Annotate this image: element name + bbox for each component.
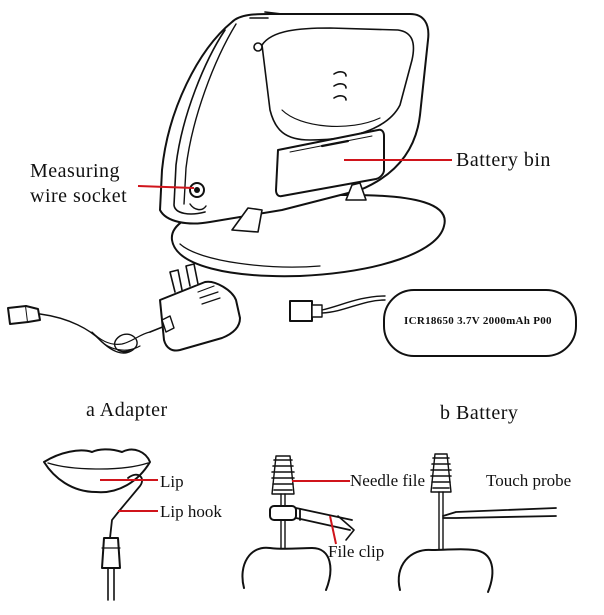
leader-measuring-socket: [137, 185, 195, 189]
battery-illustration: [289, 289, 577, 357]
needle-file-illustration: [241, 455, 355, 591]
caption-adapter: a Adapter: [86, 399, 168, 421]
battery-marking: ICR18650 3.7V 2000mAh P00: [404, 315, 552, 327]
label-needle-file: Needle file: [350, 471, 426, 490]
label-measuring-line1: Measuring: [30, 160, 121, 182]
leader-file-clip: [329, 515, 337, 545]
adapter-illustration: [7, 263, 241, 354]
touch-probe-illustration: [397, 453, 557, 593]
device-body: [159, 11, 446, 278]
label-lip-hook: Lip hook: [160, 502, 222, 521]
label-lip: Lip: [160, 472, 184, 491]
label-battery-bin: Battery bin: [456, 149, 551, 171]
label-touch-probe: Touch probe: [486, 471, 572, 490]
leader-lines: [100, 159, 452, 545]
lip-hook-illustration: [43, 448, 151, 601]
label-file-clip: File clip: [328, 542, 385, 561]
caption-battery: b Battery: [440, 402, 519, 424]
label-measuring-line2: wire socket: [30, 185, 128, 207]
